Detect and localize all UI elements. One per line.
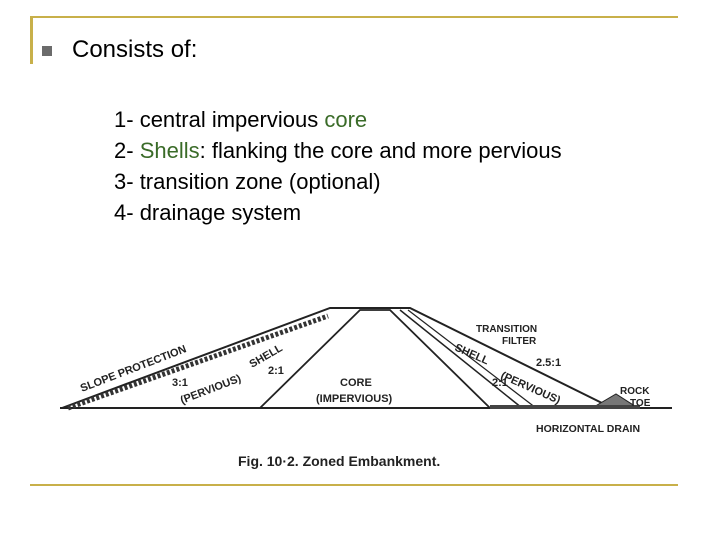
list-item: 4- drainage system <box>114 197 562 228</box>
square-bullet-icon <box>42 46 52 56</box>
item-number: 4- <box>114 200 134 225</box>
label-shell-left-ratio: 3:1 <box>172 377 188 389</box>
label-shell-left-slope: 2:1 <box>268 365 284 377</box>
item-highlight: Shells <box>139 138 200 163</box>
label-shell-left-name: (PERVIOUS) <box>179 373 243 407</box>
accent-rule-bottom <box>30 484 678 486</box>
label-toe: TOE <box>630 398 651 409</box>
figure-caption: Fig. 10·2. Zoned Embankment. <box>238 453 440 469</box>
label-pervious-right: (PERVIOUS) <box>499 370 563 407</box>
item-number: 2- <box>114 138 134 163</box>
label-ratio-21: 2:1 <box>492 377 508 389</box>
item-number: 3- <box>114 169 134 194</box>
slope-protection-layer <box>67 313 329 411</box>
embankment-outline <box>61 307 609 409</box>
label-filter: FILTER <box>502 336 537 347</box>
label-rock: ROCK <box>620 386 650 397</box>
item-text: drainage system <box>139 200 302 225</box>
horizontal-drain <box>490 405 640 409</box>
label-core-sub: (IMPERVIOUS) <box>316 393 393 405</box>
label-horizontal-drain: HORIZONTAL DRAIN <box>536 423 640 435</box>
component-list: 1- central impervious core 2- Shells: fl… <box>114 104 562 228</box>
accent-rule-vertical <box>30 16 33 64</box>
item-text: central impervious <box>139 107 325 132</box>
list-item: 2- Shells: flanking the core and more pe… <box>114 135 562 166</box>
zoned-embankment-figure: SLOPE PROTECTION 3:1 (PERVIOUS) SHELL 2:… <box>60 307 672 469</box>
label-core: CORE <box>340 377 372 389</box>
item-text: transition zone (optional) <box>139 169 381 194</box>
bullet-heading: Consists of: <box>72 36 198 63</box>
list-item: 3- transition zone (optional) <box>114 166 562 197</box>
label-ratio-25: 2.5:1 <box>536 357 561 369</box>
item-number: 1- <box>114 107 134 132</box>
item-highlight: core <box>324 107 368 132</box>
label-transition: TRANSITION <box>476 324 537 335</box>
accent-rule-top <box>30 16 678 18</box>
transition-filter-line <box>399 309 523 409</box>
transition-filter-line <box>407 309 537 409</box>
list-item: 1- central impervious core <box>114 104 562 135</box>
core-outline <box>259 309 491 409</box>
item-text: : flanking the core and more pervious <box>199 138 562 163</box>
